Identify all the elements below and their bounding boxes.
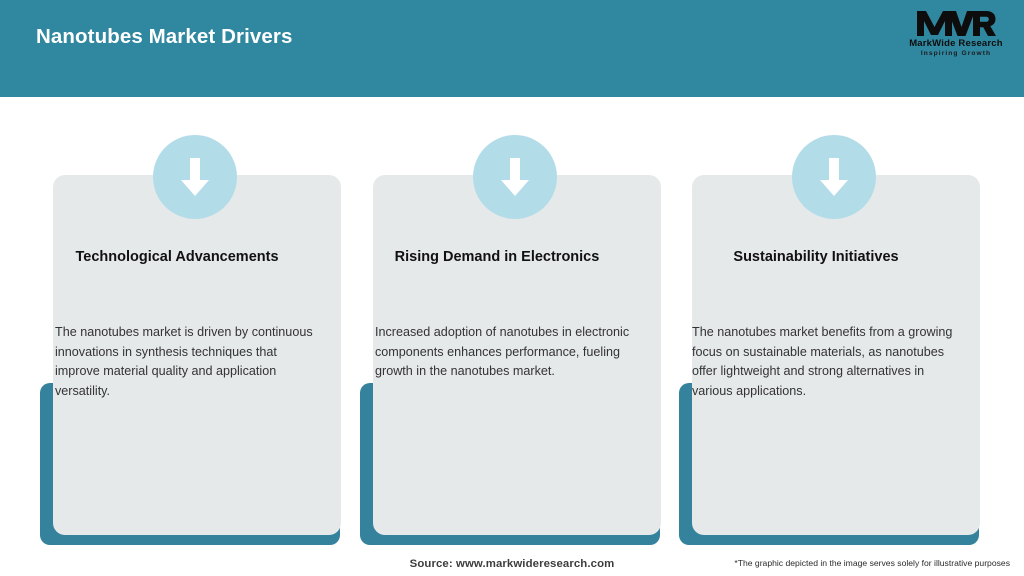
driver-card-1[interactable]: Technological Advancements The nanotubes… — [33, 97, 353, 552]
markwide-research-logo: MarkWide Research Inspiring Growth — [902, 8, 1010, 60]
card-surface — [373, 175, 661, 535]
driver-card-2[interactable]: Rising Demand in Electronics Increased a… — [353, 97, 673, 552]
card-title: Technological Advancements — [75, 249, 279, 265]
logo-tagline: Inspiring Growth — [920, 50, 992, 57]
down-arrow-icon — [153, 135, 237, 219]
mwr-monogram-icon — [902, 8, 1010, 38]
page-header: Nanotubes Market Drivers MarkWide Resear… — [0, 0, 1024, 97]
card-body-text: The nanotubes market benefits from a gro… — [692, 325, 953, 398]
drivers-card-row: Technological Advancements The nanotubes… — [0, 97, 1024, 552]
card-surface — [692, 175, 980, 535]
card-body-text: Increased adoption of nanotubes in elect… — [375, 325, 630, 378]
card-surface — [53, 175, 341, 535]
page-title: Nanotubes Market Drivers — [36, 25, 293, 48]
down-arrow-icon — [473, 135, 557, 219]
card-title: Sustainability Initiatives — [733, 249, 899, 265]
illustrative-disclaimer: *The graphic depicted in the image serve… — [734, 558, 1010, 568]
card-body-text: The nanotubes market is driven by contin… — [55, 325, 313, 398]
logo-company-name: MarkWide Research — [909, 38, 1003, 49]
source-attribution: Source: www.markwideresearch.com — [409, 558, 615, 570]
down-arrow-icon — [792, 135, 876, 219]
card-title: Rising Demand in Electronics — [394, 249, 600, 265]
driver-card-3[interactable]: Sustainability Initiatives The nanotubes… — [672, 97, 992, 552]
